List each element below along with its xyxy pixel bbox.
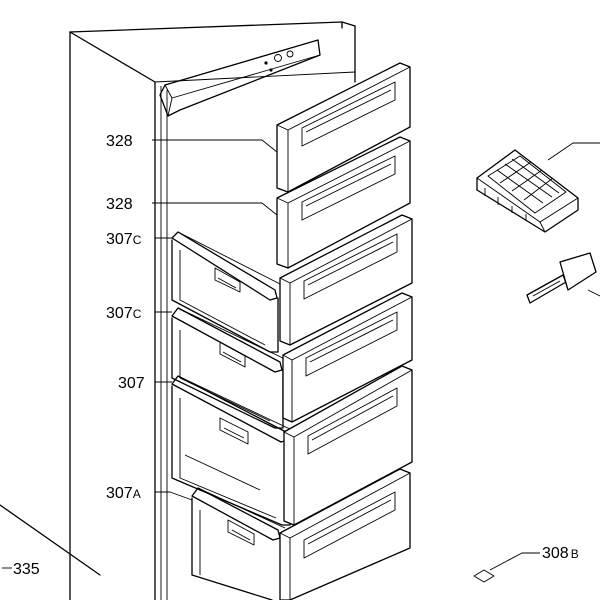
indicator-light-icon [264, 61, 268, 65]
callout-307: 307 [118, 375, 145, 392]
control-knob-icon [286, 50, 294, 58]
drawer-front-307a-bottom [279, 468, 411, 600]
cabinet-body [0, 21, 356, 600]
control-panel [159, 39, 321, 117]
drawer-front-307c-top [279, 214, 413, 346]
drawer-307-large [171, 375, 293, 526]
callout-307c-top: 307C [106, 231, 142, 248]
drawer-front-307-large [283, 365, 413, 526]
drawer-frames [171, 231, 293, 600]
callout-328-top: 328 [106, 133, 133, 150]
ice-scoop [526, 252, 600, 304]
drawer-fronts [276, 62, 413, 600]
drawer-front-328-top [276, 62, 411, 193]
callout-307a: 307A [106, 485, 141, 502]
drawer-front-307c-second [282, 292, 413, 423]
callout-335: 335 [13, 561, 40, 578]
drawer-307a-bottom [191, 487, 286, 600]
callout-328-second: 328 [106, 196, 133, 213]
indicator-light-icon [269, 68, 273, 72]
callout-307c-second: 307C [106, 305, 142, 322]
leader-lines [2, 139, 540, 583]
ice-cube-tray [476, 142, 600, 233]
drawer-front-328-second [276, 136, 411, 269]
control-knob-icon [274, 54, 282, 62]
